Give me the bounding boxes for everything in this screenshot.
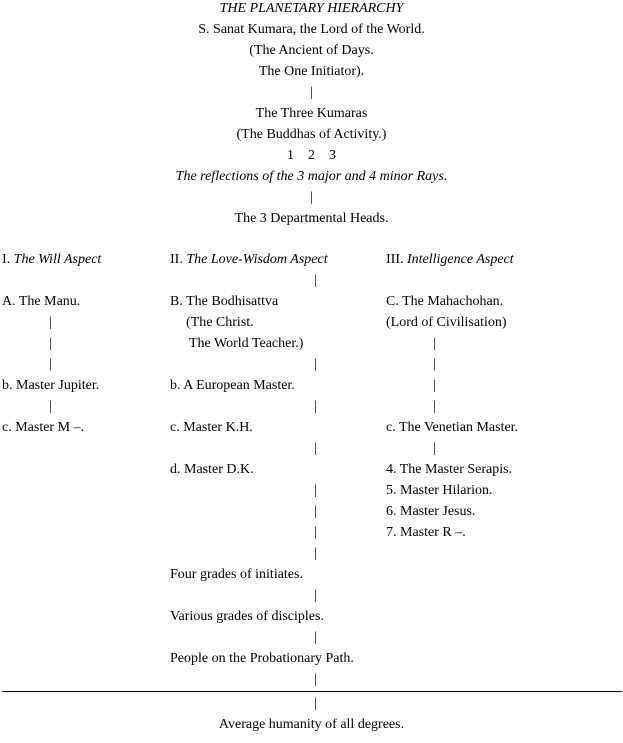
various-grades-disciples-label: Various grades of disciples. [170, 609, 324, 624]
master-jupiter-label: b. Master Jupiter. [2, 378, 100, 393]
kumara-numbers: 1 2 3 [287, 148, 336, 163]
master-jesus-label: 6. Master Jesus. [386, 504, 476, 519]
mahachohan-label: C. The Mahachohan. [386, 294, 504, 309]
four-grades-initiates-label: Four grades of initiates. [170, 567, 303, 582]
connector-line: | [314, 630, 317, 645]
lord-of-civilisation-label: (Lord of Civilisation) [386, 315, 507, 330]
master-r-label: 7. Master R –. [386, 525, 466, 540]
buddhas-of-activity-label: (The Buddhas of Activity.) [236, 127, 387, 142]
connector-line: | [433, 378, 436, 393]
intelligence-numeral: III. [386, 252, 404, 267]
diagram-title: THE PLANETARY HIERARCHY [219, 1, 404, 16]
connector-line: | [314, 588, 317, 603]
probationary-path-label: People on the Probationary Path. [170, 651, 354, 666]
will-aspect-label: The Will Aspect [13, 252, 102, 267]
connector-line: | [314, 696, 317, 711]
departmental-heads-label: The 3 Departmental Heads. [234, 211, 389, 226]
sanat-kumara-label: S. Sanat Kumara, the Lord of the World. [198, 22, 425, 37]
intelligence-aspect-label: Intelligence Aspect [407, 252, 514, 267]
connector-line: | [49, 357, 52, 372]
love-wisdom-aspect-heading: II. The Love-Wisdom Aspect [170, 253, 328, 267]
master-hilarion-label: 5. Master Hilarion. [386, 483, 493, 498]
connector-line: | [314, 672, 317, 687]
love-numeral: II. [170, 252, 183, 267]
reflections-label: The reflections of the 3 major and 4 min… [175, 169, 448, 184]
connector-line: | [314, 546, 317, 561]
connector-line: | [314, 273, 317, 288]
connector-line: | [314, 483, 317, 498]
divider-rule [2, 691, 622, 692]
connector-line: | [310, 190, 313, 205]
european-master-label: b. A European Master. [170, 378, 295, 393]
venetian-master-label: c. The Venetian Master. [386, 420, 519, 435]
three-kumaras-label: The Three Kumaras [255, 106, 368, 121]
connector-line: | [433, 336, 436, 351]
connector-line: | [433, 399, 436, 414]
world-teacher-label: The World Teacher.) [189, 336, 304, 351]
connector-line: | [314, 357, 317, 372]
connector-line: | [314, 525, 317, 540]
connector-line: | [433, 357, 436, 372]
connector-line: | [314, 441, 317, 456]
master-kh-label: c. Master K.H. [170, 420, 253, 435]
ancient-of-days-label: (The Ancient of Days. [249, 43, 374, 58]
manu-label: A. The Manu. [2, 294, 81, 309]
will-aspect-heading: I. The Will Aspect [2, 253, 101, 267]
love-aspect-label: The Love-Wisdom Aspect [186, 252, 328, 267]
connector-line: | [49, 336, 52, 351]
connector-line: | [49, 315, 52, 330]
bodhisattva-label: B. The Bodhisattva [170, 294, 279, 309]
master-m-label: c. Master M –. [2, 420, 85, 435]
connector-line: | [49, 399, 52, 414]
one-initiator-label: The One Initiator). [258, 64, 365, 79]
the-christ-label: (The Christ. [186, 315, 254, 330]
average-humanity-label: Average humanity of all degrees. [218, 717, 405, 732]
connector-line: | [310, 85, 313, 100]
connector-line: | [433, 441, 436, 456]
will-numeral: I. [2, 252, 11, 267]
connector-line: | [314, 399, 317, 414]
connector-line: | [314, 504, 317, 519]
master-serapis-label: 4. The Master Serapis. [386, 462, 513, 477]
master-dk-label: d. Master D.K. [170, 462, 254, 477]
intelligence-aspect-heading: III. Intelligence Aspect [386, 253, 514, 267]
